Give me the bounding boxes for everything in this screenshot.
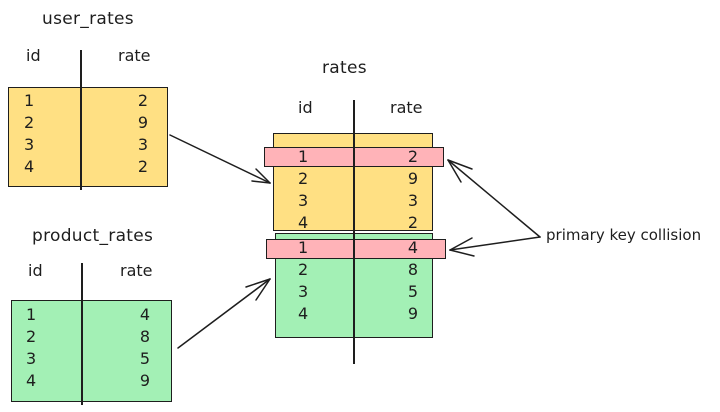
user-rates-id-header: id xyxy=(26,46,41,65)
rates-title: rates xyxy=(322,58,367,78)
table-cell: 3 xyxy=(407,191,418,210)
table-cell: 8 xyxy=(407,260,418,279)
product-rates-rate-column: 4 8 5 9 xyxy=(130,304,150,392)
table-cell: 3 xyxy=(24,135,35,154)
table-cell: 2 xyxy=(298,260,309,279)
rates-collision-row-2 xyxy=(266,239,446,259)
arrow-annotation-to-collision-1 xyxy=(447,159,541,238)
user-rates-title: user_rates xyxy=(42,9,134,29)
table-cell: 4 xyxy=(26,371,37,390)
table-cell: 4 xyxy=(298,304,309,323)
rates-column-divider xyxy=(353,100,355,364)
table-cell: 2 xyxy=(137,157,148,176)
table-cell: 4 xyxy=(298,213,309,232)
rates-user-rate-column: 2 9 3 2 xyxy=(398,146,418,234)
table-cell: 3 xyxy=(298,282,309,301)
arrow-product-to-rates xyxy=(177,278,271,349)
product-rates-table-body xyxy=(11,300,172,402)
user-rates-column-divider xyxy=(80,50,82,190)
table-cell: 2 xyxy=(298,169,309,188)
table-cell: 9 xyxy=(407,304,418,323)
rates-product-id-column: 1 2 3 4 xyxy=(298,237,308,325)
table-cell: 2 xyxy=(26,327,37,346)
user-rates-rate-column: 2 9 3 2 xyxy=(128,90,148,178)
rates-user-id-column: 1 2 3 4 xyxy=(298,146,308,234)
rates-rate-header: rate xyxy=(390,98,423,117)
table-cell: 5 xyxy=(139,349,150,368)
table-cell: 9 xyxy=(407,169,418,188)
table-cell: 2 xyxy=(24,113,35,132)
product-rates-id-header: id xyxy=(28,261,43,280)
user-rates-rate-header: rate xyxy=(118,46,151,65)
table-cell: 1 xyxy=(298,238,309,257)
product-rates-rate-header: rate xyxy=(120,261,153,280)
table-cell: 1 xyxy=(24,91,35,110)
table-cell: 8 xyxy=(139,327,150,346)
product-rates-column-divider xyxy=(81,263,83,405)
arrow-user-to-rates xyxy=(169,134,271,184)
arrow-annotation-to-collision-2 xyxy=(449,236,541,257)
product-rates-id-column: 1 2 3 4 xyxy=(26,304,36,392)
rates-product-rate-column: 4 8 5 9 xyxy=(398,237,418,325)
table-cell: 2 xyxy=(137,91,148,110)
table-cell: 3 xyxy=(26,349,37,368)
table-cell: 2 xyxy=(407,147,418,166)
table-cell: 4 xyxy=(407,238,418,257)
table-cell: 9 xyxy=(137,113,148,132)
collision-annotation: primary key collision xyxy=(546,226,702,244)
table-cell: 4 xyxy=(24,157,35,176)
table-cell: 4 xyxy=(139,305,150,324)
table-cell: 9 xyxy=(139,371,150,390)
table-cell: 5 xyxy=(407,282,418,301)
user-rates-table-body xyxy=(8,87,168,187)
table-cell: 1 xyxy=(26,305,37,324)
table-cell: 3 xyxy=(298,191,309,210)
table-cell: 3 xyxy=(137,135,148,154)
table-cell: 2 xyxy=(407,213,418,232)
rates-id-header: id xyxy=(298,98,313,117)
product-rates-title: product_rates xyxy=(32,226,154,246)
user-rates-id-column: 1 2 3 4 xyxy=(24,90,34,178)
table-cell: 1 xyxy=(298,147,309,166)
